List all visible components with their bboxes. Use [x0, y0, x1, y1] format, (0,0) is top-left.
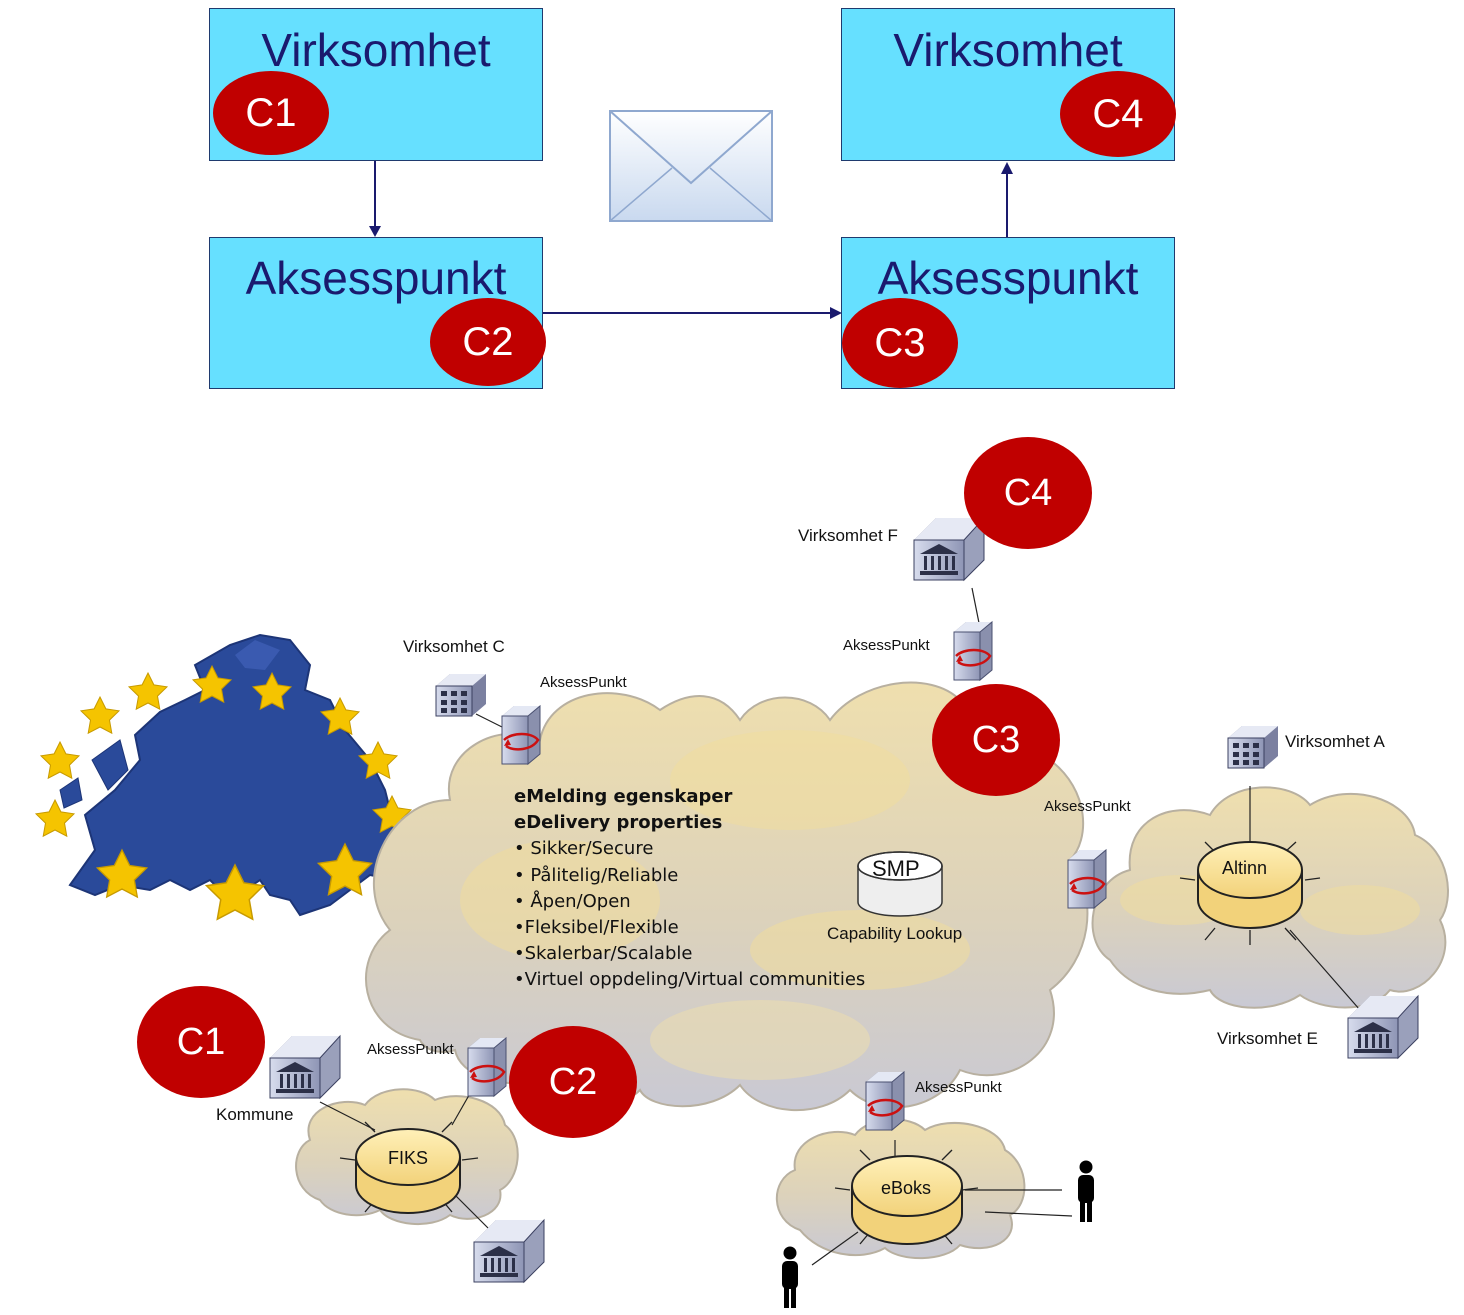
label-aksesspunkt-c: AksessPunkt — [540, 674, 627, 691]
label-aksesspunkt-fiks: AksessPunkt — [367, 1041, 454, 1058]
corner-badge: C4 — [1060, 71, 1176, 157]
hub-label-altinn: Altinn — [1222, 858, 1268, 878]
box-title: Virksomhet — [261, 24, 491, 76]
bank-icon — [913, 517, 985, 581]
label-virksomhet-e: Virksomhet E — [1217, 1029, 1318, 1048]
corner-badge: C3 — [842, 298, 958, 388]
properties-heading-en: eDelivery properties — [514, 812, 723, 834]
eu-map-icon — [35, 633, 412, 921]
edelivery-cloud — [365, 681, 1089, 1111]
label-kommune: Kommune — [216, 1105, 294, 1124]
label-aksesspunkt-eboks: AksessPunkt — [915, 1079, 1002, 1096]
box-title: Aksesspunkt — [245, 252, 507, 304]
box-title: Virksomhet — [893, 24, 1123, 76]
database-icon — [857, 851, 943, 917]
person-icon — [782, 1246, 798, 1308]
envelope-icon — [609, 110, 773, 222]
connector-lines — [319, 587, 1361, 1266]
eboks-hub — [834, 1149, 979, 1245]
sender-access-point-box: Aksesspunkt C2 — [209, 237, 546, 389]
bank-icon — [269, 1035, 341, 1099]
label-virksomhet-c: Virksomhet C — [403, 637, 505, 656]
corner-c3-badge: C3 — [932, 684, 1060, 796]
corner-c2-badge: C2 — [509, 1026, 637, 1138]
corner-c4-badge: C4 — [964, 437, 1092, 549]
property-item: • Pålitelig/Reliable — [514, 864, 679, 886]
corner-badge: C2 — [430, 298, 546, 386]
corner-c1-badge: C1 — [137, 986, 265, 1098]
building-icon — [435, 673, 487, 717]
receiver-business-box: Virksomhet C4 — [841, 8, 1176, 161]
server-icon — [864, 1070, 906, 1132]
receiver-access-point-box: Aksesspunkt C3 — [841, 237, 1175, 389]
server-icon — [952, 620, 994, 682]
building-icon — [1227, 725, 1279, 769]
edelivery-properties: eMelding egenskaper eDelivery properties… — [514, 784, 865, 994]
property-item: • Sikker/Secure — [514, 838, 654, 860]
label-virksomhet-a: Virksomhet A — [1285, 732, 1385, 751]
property-item: •Fleksibel/Flexible — [514, 917, 679, 939]
server-icon — [1066, 848, 1108, 910]
bank-icon — [473, 1219, 545, 1283]
label-virksomhet-f: Virksomhet F — [798, 526, 898, 545]
corner-badge: C1 — [213, 71, 329, 155]
hub-label-eboks: eBoks — [881, 1178, 932, 1198]
smp-caption: Capability Lookup — [827, 924, 963, 943]
smp-label: SMP — [872, 856, 920, 881]
label-aksesspunkt-altinn: AksessPunkt — [1044, 798, 1131, 815]
property-item: • Åpen/Open — [514, 890, 631, 912]
hub-label-fiks: FIKS — [388, 1148, 429, 1168]
flow-arrows — [369, 161, 1013, 319]
property-item: •Skalerbar/Scalable — [514, 943, 693, 965]
person-icon — [1078, 1160, 1094, 1222]
label-aksesspunkt-f: AksessPunkt — [843, 637, 930, 654]
property-item: •Virtuel oppdeling/Virtual communities — [514, 969, 866, 991]
sender-business-box: Virksomhet C1 — [209, 8, 543, 161]
box-title: Aksesspunkt — [877, 252, 1139, 304]
fiks-hub — [339, 1121, 479, 1214]
server-icon — [466, 1036, 508, 1098]
server-icon — [500, 704, 542, 766]
altinn-hub — [1179, 841, 1321, 945]
properties-heading-no: eMelding egenskaper — [514, 786, 733, 807]
